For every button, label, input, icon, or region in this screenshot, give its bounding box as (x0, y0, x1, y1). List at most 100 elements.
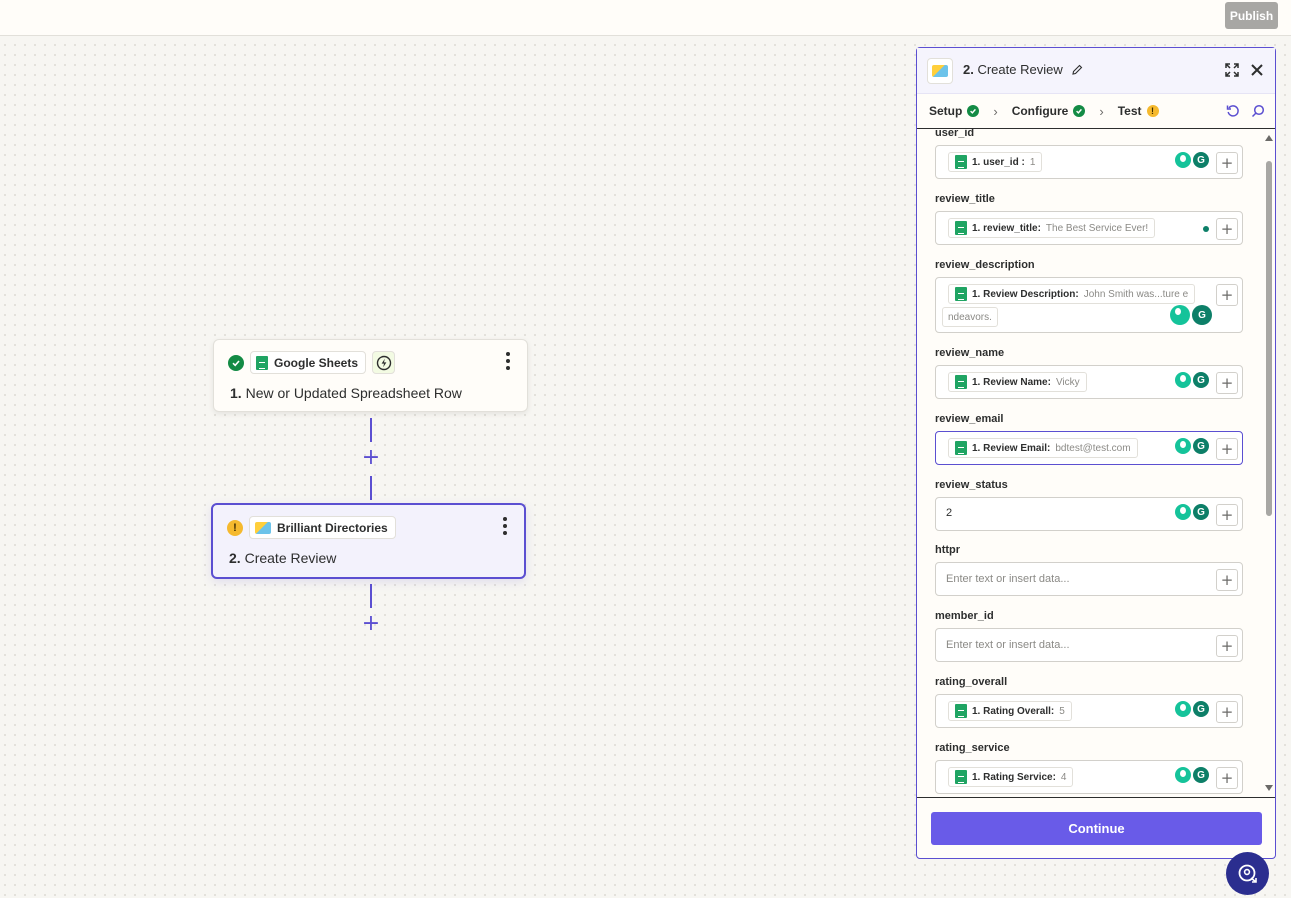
grammarly-widget[interactable]: G (1175, 438, 1209, 454)
pill-value: The Best Service Ever! (1045, 222, 1149, 234)
pencil-icon[interactable] (1070, 63, 1084, 77)
grammarly-widget[interactable]: G (1175, 767, 1209, 783)
grammarly-widget[interactable]: G (1175, 152, 1209, 168)
tab-test[interactable]: Test ! (1118, 104, 1159, 118)
field-label: review_status (935, 479, 1008, 491)
field-input[interactable]: Enter text or insert data... + (935, 628, 1243, 662)
sheets-icon (955, 770, 967, 784)
field-label: member_id (935, 610, 994, 622)
field-input[interactable]: 1. Rating Service:4 G + (935, 760, 1243, 794)
refresh-icon[interactable] (1226, 104, 1240, 118)
data-pill[interactable]: 1. user_id :1 (948, 152, 1043, 172)
sheets-icon (955, 287, 967, 301)
help-icon[interactable] (1226, 852, 1269, 895)
grammarly-g-icon: G (1192, 305, 1212, 325)
grammarly-bulb-icon (1175, 701, 1191, 717)
step-editor-panel: 2. Create Review Setup › Configure › Tes… (916, 47, 1276, 859)
check-icon (967, 105, 980, 117)
field-input[interactable]: Enter text or insert data... + (935, 562, 1243, 596)
field-label: user_id (935, 128, 975, 139)
insert-data-button[interactable]: + (1216, 767, 1238, 789)
pill-value-continued: ndeavors. (942, 307, 998, 327)
insert-data-button[interactable]: + (1216, 635, 1238, 657)
scrollbar[interactable] (1265, 133, 1273, 793)
kebab-icon[interactable] (505, 352, 511, 370)
field-review-email: review_email 1. Review Email:bdtest@test… (935, 413, 1243, 465)
field-label: rating_overall (935, 676, 1008, 688)
insert-data-button[interactable]: + (1216, 372, 1238, 394)
field-label: review_title (935, 193, 995, 205)
scroll-down-arrow[interactable] (1265, 785, 1273, 791)
tab-setup[interactable]: Setup (929, 104, 980, 118)
check-icon (1073, 105, 1086, 117)
insert-data-button[interactable]: + (1216, 504, 1238, 526)
tab-configure[interactable]: Configure (1012, 104, 1086, 118)
grammarly-dot-icon (1203, 226, 1209, 232)
insert-data-button[interactable]: + (1216, 152, 1238, 174)
kebab-icon[interactable] (502, 517, 508, 535)
fields-scroll-area[interactable]: user_id 1. user_id :1 G + review_title 1… (917, 128, 1275, 798)
pill-key: 1. Review Name: (972, 376, 1051, 388)
grammarly-widget[interactable]: G (1175, 504, 1209, 520)
tab-label: Setup (929, 104, 963, 118)
workflow-step-1[interactable]: Google Sheets 1. New or Updated Spreadsh… (213, 339, 528, 412)
grammarly-bulb-icon (1170, 305, 1190, 325)
pill-key: 1. Review Email: (972, 442, 1051, 454)
close-icon[interactable] (1249, 62, 1265, 78)
field-review-status: review_status 2 G + (935, 479, 1243, 531)
pill-key: 1. review_title: (972, 222, 1041, 234)
field-input[interactable]: 1. Review Description:John Smith was...t… (935, 277, 1243, 333)
grammarly-widget[interactable]: G (1175, 701, 1209, 717)
pill-value: Vicky (1055, 376, 1080, 388)
field-input[interactable]: 1. Review Email: bdtest@test.com G + (935, 431, 1243, 465)
scroll-thumb[interactable] (1266, 161, 1272, 516)
data-pill[interactable]: 1. Review Description:John Smith was...t… (948, 284, 1196, 304)
publish-button[interactable]: Publish (1225, 2, 1278, 29)
pill-value: bdtest@test.com (1055, 442, 1131, 454)
step-number: 1. (230, 385, 242, 401)
insert-data-button[interactable]: + (1216, 284, 1238, 306)
insert-data-button[interactable]: + (1216, 438, 1238, 460)
workflow-step-2[interactable]: ! Brilliant Directories 2. Create Review (211, 503, 526, 579)
search-icon[interactable] (1251, 104, 1265, 118)
insert-data-button[interactable]: + (1216, 569, 1238, 591)
warning-icon: ! (227, 519, 243, 536)
app-name: Google Sheets (274, 355, 359, 370)
add-step-button[interactable]: + (361, 611, 381, 636)
data-pill[interactable]: 1. review_title: The Best Service Ever! (948, 218, 1156, 238)
data-pill[interactable]: 1. Review Email: bdtest@test.com (948, 438, 1138, 458)
add-step-button[interactable]: + (361, 445, 381, 470)
field-input[interactable]: 1. Rating Overall:5 G + (935, 694, 1243, 728)
sheets-icon (256, 355, 268, 370)
step-name: New or Updated Spreadsheet Row (245, 385, 462, 401)
field-rating-service: rating_service 1. Rating Service:4 G + (935, 742, 1243, 794)
insert-data-button[interactable]: + (1216, 218, 1238, 240)
sheets-icon (955, 704, 967, 718)
insert-data-button[interactable]: + (1216, 701, 1238, 723)
scroll-up-arrow[interactable] (1265, 135, 1273, 141)
bolt-icon (372, 351, 396, 374)
grammarly-g-icon: G (1193, 438, 1209, 454)
data-pill[interactable]: 1. Rating Overall:5 (948, 701, 1072, 721)
data-pill[interactable]: 1. Rating Service:4 (948, 767, 1074, 787)
field-input[interactable]: 1. review_title: The Best Service Ever! + (935, 211, 1243, 245)
field-input[interactable]: 1. Review Name: Vicky G + (935, 365, 1243, 399)
field-review-name: review_name 1. Review Name:Vicky G + (935, 347, 1243, 399)
field-httpr: httpr Enter text or insert data... + (935, 544, 1243, 596)
continue-button[interactable]: Continue (931, 812, 1262, 845)
field-input[interactable]: 1. user_id :1 G + (935, 145, 1243, 179)
field-input[interactable]: 2 G + (935, 497, 1243, 531)
field-user-id: user_id 1. user_id :1 G + (935, 128, 1243, 179)
data-pill[interactable]: 1. Review Name: Vicky (948, 372, 1087, 392)
panel-header: 2. Create Review (917, 48, 1275, 94)
panel-title: 2. Create Review (963, 62, 1063, 77)
grammarly-widget[interactable]: G (1170, 305, 1212, 325)
pill-value: 4 (1060, 771, 1067, 783)
expand-icon[interactable] (1224, 62, 1240, 78)
grammarly-bulb-icon (1175, 504, 1191, 520)
grammarly-widget[interactable]: G (1175, 372, 1209, 388)
app-chip-brilliant-directories: Brilliant Directories (249, 516, 396, 539)
step-number: 2. (229, 550, 241, 566)
pill-value: 1 (1029, 156, 1036, 168)
field-member-id: member_id Enter text or insert data... + (935, 610, 1243, 662)
